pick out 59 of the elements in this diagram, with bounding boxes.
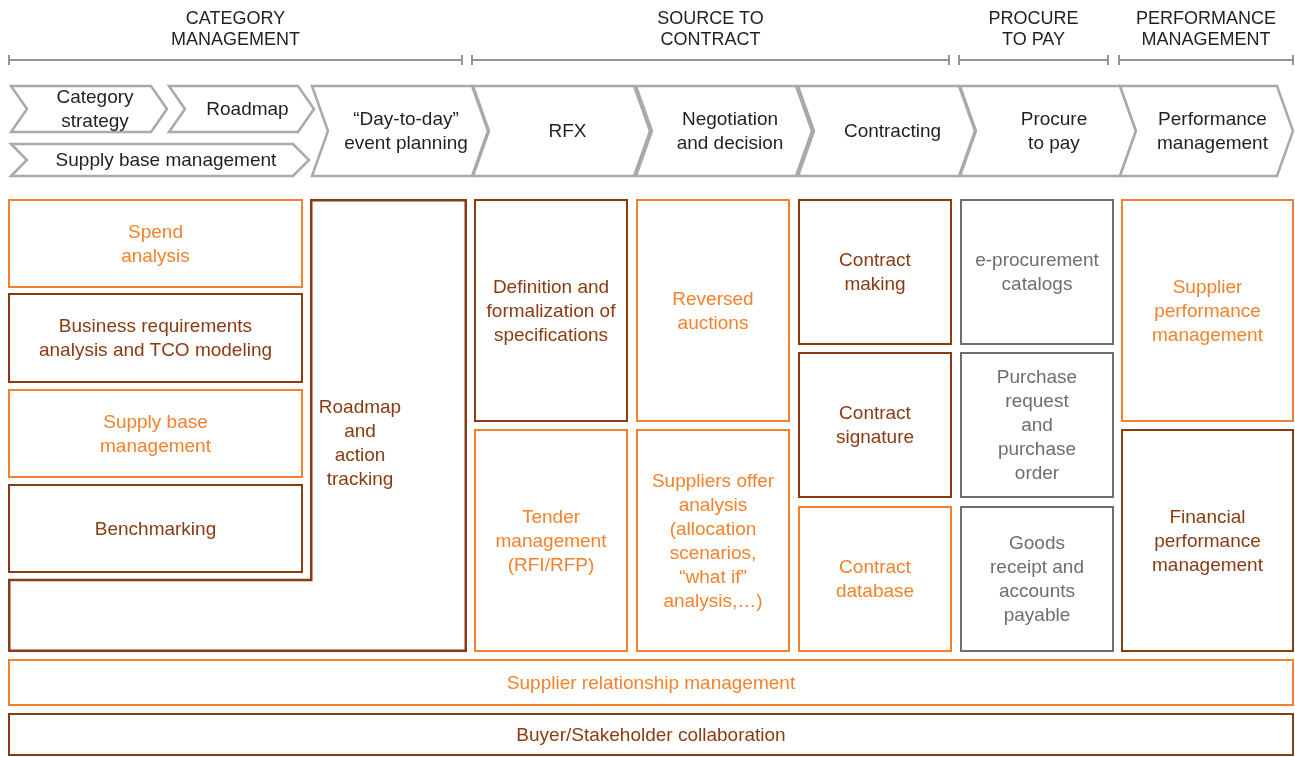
box-label: Business requirements analysis and TCO modeling bbox=[37, 314, 273, 362]
section-heading: PERFORMANCE MANAGEMENT bbox=[1135, 8, 1277, 50]
box-label: Spend analysis bbox=[120, 219, 191, 268]
box-label: Tender management (RFI/RFP) bbox=[494, 504, 608, 577]
activity-box bbox=[960, 352, 1114, 498]
box-label: Supplier performance management bbox=[1151, 274, 1264, 347]
activity-box bbox=[1121, 199, 1294, 422]
activity-box bbox=[8, 199, 303, 288]
box-label: Supply base management bbox=[99, 409, 212, 458]
box-label: Goods receipt and accounts payable bbox=[989, 531, 1085, 627]
box-label: Procure to pay bbox=[1019, 107, 1089, 155]
activity-box bbox=[960, 506, 1114, 652]
box-label: Supplier relationship management bbox=[505, 670, 797, 695]
activity-box bbox=[8, 293, 303, 383]
box-label: Financial performance management bbox=[1151, 504, 1264, 577]
process-step-shape bbox=[797, 85, 976, 177]
box-label: Supply base management bbox=[54, 148, 278, 172]
activity-box bbox=[636, 429, 790, 652]
box-label: Contracting bbox=[842, 119, 943, 143]
section-heading: PROCURE TO PAY bbox=[987, 8, 1080, 50]
box-label: e-procurement catalogs bbox=[974, 248, 1100, 296]
box-label: Contract making bbox=[838, 248, 912, 296]
box-label: Performance management bbox=[1156, 107, 1269, 155]
process-step-shape bbox=[472, 85, 651, 177]
box-label: Suppliers offer analysis (allocation scenarios, “what if” analysis,…) bbox=[650, 468, 776, 613]
activity-box bbox=[798, 506, 952, 652]
box-label: “Day-to-day” event planning bbox=[343, 107, 469, 155]
activity-box bbox=[960, 199, 1114, 345]
process-step-shape bbox=[1119, 85, 1294, 177]
box-label: Purchase request and purchase order bbox=[995, 365, 1079, 485]
process-step-shape bbox=[10, 85, 168, 133]
activity-box bbox=[474, 429, 628, 652]
process-step-shape bbox=[168, 85, 315, 133]
l-shaped-box bbox=[8, 199, 467, 652]
box-label: Category strategy bbox=[55, 85, 135, 133]
process-step-shape bbox=[10, 143, 310, 177]
box-label: Contract signature bbox=[834, 401, 916, 449]
activity-box bbox=[798, 199, 952, 345]
box-label: Roadmap bbox=[205, 97, 290, 121]
box-label: Benchmarking bbox=[93, 516, 218, 541]
activity-box bbox=[8, 659, 1294, 706]
box-label: Roadmap and action tracking bbox=[317, 395, 403, 491]
activity-box bbox=[798, 352, 952, 498]
activity-box bbox=[1121, 429, 1294, 652]
box-label: RFX bbox=[547, 119, 588, 143]
box-label: Contract database bbox=[834, 555, 916, 603]
activity-box bbox=[636, 199, 790, 422]
box-label: Negotiation and decision bbox=[675, 107, 785, 155]
activity-box bbox=[8, 713, 1294, 756]
activity-box bbox=[8, 389, 303, 478]
section-heading: SOURCE TO CONTRACT bbox=[656, 8, 765, 50]
process-step-shape bbox=[959, 85, 1137, 177]
process-step-shape bbox=[635, 85, 813, 177]
activity-box bbox=[474, 199, 628, 422]
section-heading: CATEGORY MANAGEMENT bbox=[170, 8, 301, 50]
box-label: Definition and formalization of specifications bbox=[485, 274, 617, 347]
box-label: Buyer/Stakeholder collaboration bbox=[515, 722, 787, 747]
box-label: Reversed auctions bbox=[671, 286, 755, 335]
activity-box bbox=[8, 484, 303, 573]
